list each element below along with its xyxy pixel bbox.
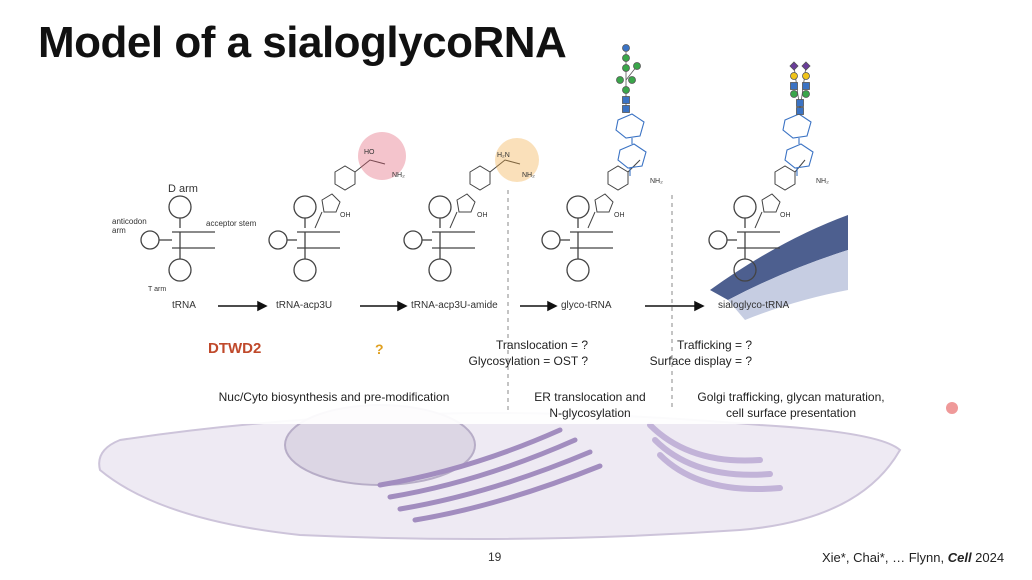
pointer-cursor-icon (946, 402, 958, 414)
glycan-core-4 (615, 113, 647, 176)
carboxyl-highlight (358, 132, 406, 180)
stage-label-sialoglyco-trna: sialoglyco-tRNA (718, 300, 790, 311)
chem-ho: HO (364, 149, 375, 156)
trna-structure-2 (268, 195, 340, 282)
cell-membrane (710, 215, 848, 320)
phase-golgi: Golgi trafficking, glycan maturation, ce… (697, 390, 885, 420)
process-arrows (218, 300, 705, 312)
trafficking-note: Trafficking = ? (676, 338, 752, 352)
anticodon-arm-label: anticodon arm (112, 217, 147, 235)
modification-3 (449, 159, 521, 229)
acceptor-stem-label: acceptor stem (206, 219, 257, 228)
golgi-notes: Trafficking = ? Surface display = ? (632, 337, 752, 369)
t-arm-label: T arm (148, 286, 167, 293)
modification-2 (314, 159, 386, 229)
chem-oh-2: OH (340, 212, 351, 219)
enzyme-unknown: ? (375, 341, 384, 357)
slide-title: Model of a sialoglycoRNA (38, 18, 567, 67)
chem-nh2-3: NH₂ (522, 172, 535, 179)
cell-illustration (98, 404, 902, 540)
chem-oh-3: OH (477, 212, 488, 219)
phase-band (150, 372, 910, 424)
trna-structure-1 (140, 195, 215, 282)
amide-highlight (495, 138, 539, 182)
glycan-tree-glyco (616, 44, 641, 113)
chem-nh2-5: NH₂ (816, 178, 829, 185)
chem-oh-4: OH (614, 212, 625, 219)
er-notes: Translocation = ? Glycosylation = OST ? (452, 337, 589, 369)
phase-er: ER translocation and N-glycosylation (534, 390, 646, 420)
chem-nh2-2: NH₂ (392, 172, 405, 179)
glycosylation-note: Glycosylation = OST ? (468, 354, 589, 368)
translocation-note: Translocation = ? (496, 338, 588, 352)
glycan-tree-sialoglyco (789, 61, 811, 115)
d-arm-label: D arm (168, 183, 198, 195)
trna-structure-5 (708, 195, 780, 282)
page-number: 19 (488, 550, 502, 564)
citation: Xie*, Chai*, … Flynn, Cell 2024 (822, 550, 1005, 565)
surface-display-note: Surface display = ? (649, 354, 752, 368)
phase-nuc-cyto: Nuc/Cyto biosynthesis and pre-modificati… (218, 390, 450, 404)
stage-label-trna-acp3u-amide: tRNA-acp3U-amide (411, 300, 498, 311)
stage-label-trna: tRNA (172, 300, 196, 311)
chem-nh2-4: NH₂ (650, 178, 663, 185)
trna-structure-4 (541, 195, 613, 282)
trna-structure-3 (403, 195, 475, 282)
chem-oh-5: OH (780, 212, 791, 219)
glycan-core-5 (782, 113, 814, 176)
chem-h2n: H₂N (497, 152, 510, 159)
stage-label-trna-acp3u: tRNA-acp3U (276, 300, 333, 311)
stage-label-glyco-trna: glyco-tRNA (561, 300, 612, 311)
enzyme-dtwd2: DTWD2 (208, 340, 262, 357)
